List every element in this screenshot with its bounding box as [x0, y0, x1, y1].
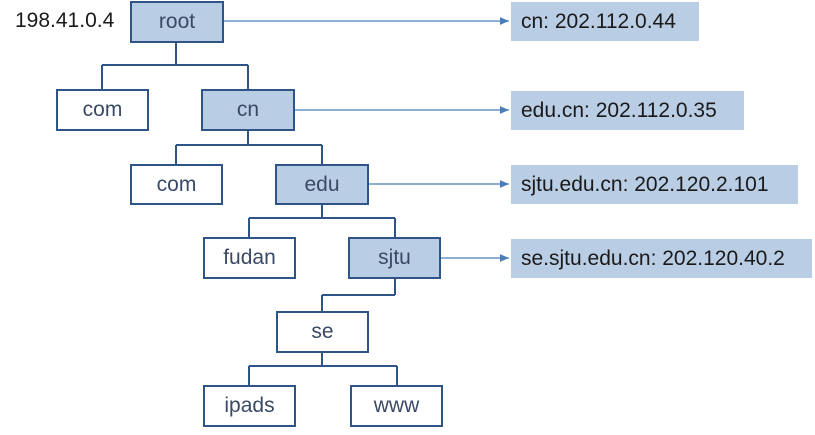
edge-root-children: [101, 42, 249, 90]
node-www: www: [350, 385, 443, 427]
edge-se-children: [248, 352, 398, 386]
node-cn-com: com: [130, 164, 223, 205]
node-root: root: [130, 1, 224, 43]
node-se: se: [276, 311, 369, 353]
edge-sjtu-se: [321, 278, 396, 312]
response-cn: cn: 202.112.0.44: [511, 2, 699, 41]
node-fudan: fudan: [203, 237, 296, 279]
node-ipads: ipads: [203, 385, 296, 427]
root-server-ip: 198.41.0.4: [15, 9, 115, 32]
edge-cn-children: [175, 130, 323, 165]
node-sjtu: sjtu: [348, 237, 441, 279]
response-se-sjtu-edu-cn: se.sjtu.edu.cn: 202.120.40.2: [511, 239, 812, 278]
response-sjtu-edu-cn: sjtu.edu.cn: 202.120.2.101: [511, 165, 798, 204]
node-cn: cn: [201, 89, 295, 131]
response-edu-cn: edu.cn: 202.112.0.35: [511, 91, 744, 130]
node-com: com: [56, 89, 149, 131]
edge-edu-children: [248, 204, 396, 238]
node-edu: edu: [275, 164, 369, 205]
